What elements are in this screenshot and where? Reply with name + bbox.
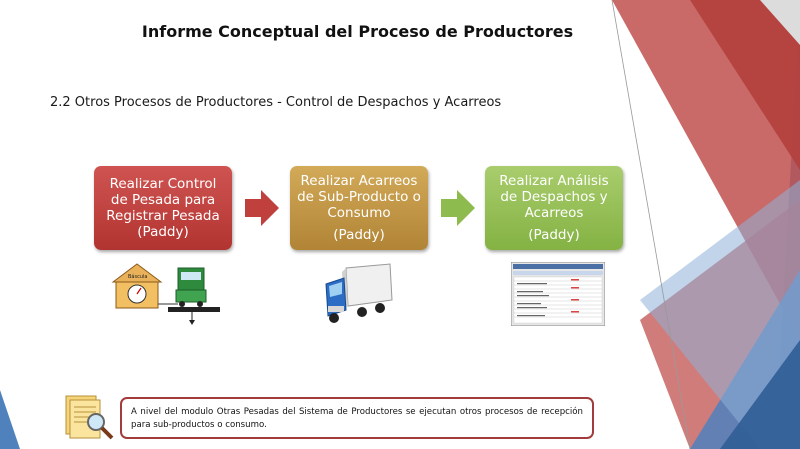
step-3-line-3: Acarreos — [524, 205, 584, 221]
step-1-line-3: Registrar Pesada — [106, 208, 220, 224]
step-2-line-3: Consumo — [327, 205, 391, 221]
slide-title: Informe Conceptual del Proceso de Produc… — [141, 22, 574, 41]
step-control-pesada: Realizar Control de Pesada para Registra… — [94, 166, 232, 250]
step-acarreos: Realizar Acarreos de Sub-Producto o Cons… — [290, 166, 428, 250]
scale-station-image: Báscula — [111, 263, 220, 325]
step-1-line-2: de Pesada para — [110, 192, 216, 208]
step-3-line-1: Realizar Análisis — [499, 173, 609, 189]
section-heading: 2.2 Otros Procesos de Productores - Cont… — [50, 95, 502, 110]
info-note: A nivel del modulo Otras Pesadas del Sis… — [120, 397, 594, 439]
step-2-line-4: (Paddy) — [333, 227, 385, 243]
step-2-line-2: de Sub-Producto o — [297, 189, 421, 205]
scale-house-label: Báscula — [128, 273, 147, 280]
document-magnifier-icon — [65, 395, 114, 440]
step-1-line-1: Realizar Control — [109, 176, 217, 192]
step-3-line-4: (Paddy) — [528, 227, 580, 243]
report-screenshot-image — [511, 262, 605, 326]
arrow-right-icon — [441, 190, 475, 226]
step-2-line-1: Realizar Acarreos — [300, 173, 418, 189]
step-analisis: Realizar Análisis de Despachos y Acarreo… — [485, 166, 623, 250]
step-1-line-4: (Paddy) — [137, 224, 189, 240]
arrow-right-icon — [245, 190, 279, 226]
step-3-line-2: de Despachos y — [500, 189, 608, 205]
truck-image — [325, 263, 393, 323]
